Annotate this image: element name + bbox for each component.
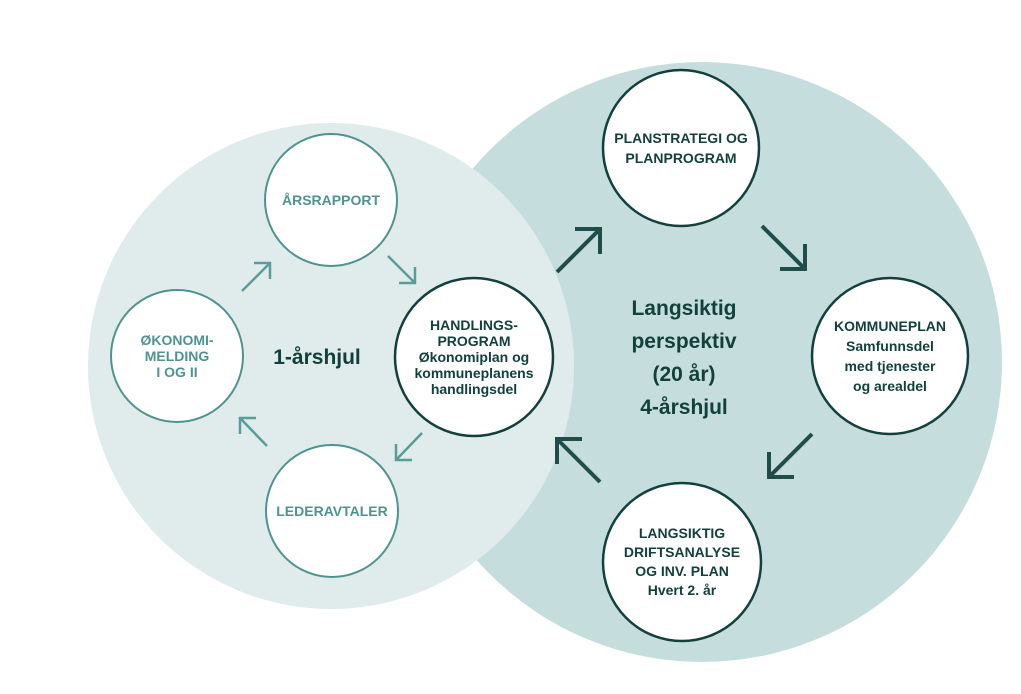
node-driftsanalyse-circle xyxy=(601,481,763,643)
node-handlingsprogram-line-4: kommuneplanens xyxy=(414,365,534,381)
large-wheel-center-line-4: 4-årshjul xyxy=(640,396,728,419)
arrow-arsrapport-to-handlingsprogram xyxy=(387,255,417,285)
large-wheel-center-line-3: (20 år) xyxy=(652,363,716,386)
arrow-lederavtaler-to-okonomi xyxy=(238,416,268,447)
node-kommuneplan-line-3: med tjenester xyxy=(844,358,936,374)
node-planstrategi-circle xyxy=(601,68,761,228)
node-planstrategi-label: PLANSTRATEGI OG PLANPROGRAM xyxy=(603,70,759,226)
node-okonomimelding-line-2: MELDING xyxy=(144,348,210,364)
node-handlingsprogram-line-1: HANDLINGS- xyxy=(430,317,518,333)
node-handlingsprogram-line-2: PROGRAM xyxy=(437,333,511,349)
node-handlingsprogram-line-5: handlingsdel xyxy=(430,381,518,397)
large-wheel-center-line-1: Langsiktig xyxy=(631,297,737,320)
arrow-driftsanalyse-to-handlingsprogram xyxy=(555,437,602,484)
large-wheel-background xyxy=(402,62,1002,662)
node-handlingsprogram-line-3: Økonomiplan og xyxy=(418,349,530,365)
node-lederavtaler-label: LEDERAVTALER xyxy=(266,445,398,577)
node-driftsanalyse-line-3: OG INV. PLAN xyxy=(635,563,729,579)
arrow-handlingsprogram-to-planstrategi xyxy=(555,227,602,274)
node-lederavtaler-circle xyxy=(265,444,399,578)
node-okonomimelding-line-1: ØKONOMI- xyxy=(140,332,214,348)
node-arsrapport-circle xyxy=(264,133,398,267)
node-handlingsprogram-circle xyxy=(393,276,555,438)
node-arsrapport-line-1: ÅRSRAPPORT xyxy=(281,191,380,208)
node-kommuneplan-label: KOMMUNEPLAN Samfunnsdel med tjenester og… xyxy=(812,278,968,434)
arrow-kommuneplan-to-driftsanalyse xyxy=(767,432,814,479)
node-lederavtaler-line-1: LEDERAVTALER xyxy=(276,502,388,519)
node-handlingsprogram-label: HANDLINGS- PROGRAM Økonomiplan og kommun… xyxy=(395,278,553,436)
node-kommuneplan-circle xyxy=(810,276,970,436)
node-planstrategi-line-2: PLANPROGRAM xyxy=(625,150,737,166)
node-kommuneplan-line-2: Samfunnsdel xyxy=(846,338,934,354)
node-driftsanalyse-line-2: DRIFTSANALYSE xyxy=(623,544,741,560)
arrow-handlingsprogram-to-lederavtaler xyxy=(394,432,423,462)
small-wheel-background xyxy=(88,123,574,609)
node-planstrategi-line-1: PLANSTRATEGI OG xyxy=(614,130,748,146)
node-okonomimelding-line-3: I OG II xyxy=(156,364,198,380)
node-okonomimelding-circle xyxy=(110,289,244,423)
node-okonomimelding-label: ØKONOMI- MELDING I OG II xyxy=(111,290,243,422)
node-arsrapport-label: ÅRSRAPPORT xyxy=(265,134,397,266)
large-wheel-center-line-2: perspektiv xyxy=(631,330,737,353)
node-kommuneplan-line-4: og arealdel xyxy=(853,378,927,394)
node-driftsanalyse-label: LANGSIKTIG DRIFTSANALYSE OG INV. PLAN Hv… xyxy=(603,483,761,641)
node-driftsanalyse-line-4: Hvert 2. år xyxy=(647,582,717,598)
arrow-okonomi-to-arsrapport xyxy=(241,261,272,292)
large-wheel-center-label: Langsiktig perspektiv (20 år) 4-årshjul xyxy=(604,292,764,424)
small-wheel-center-label: 1-årshjul xyxy=(273,346,361,369)
arrow-planstrategi-to-kommuneplan xyxy=(760,224,807,271)
node-kommuneplan-line-1: KOMMUNEPLAN xyxy=(834,318,946,334)
node-driftsanalyse-line-1: LANGSIKTIG xyxy=(638,525,726,541)
